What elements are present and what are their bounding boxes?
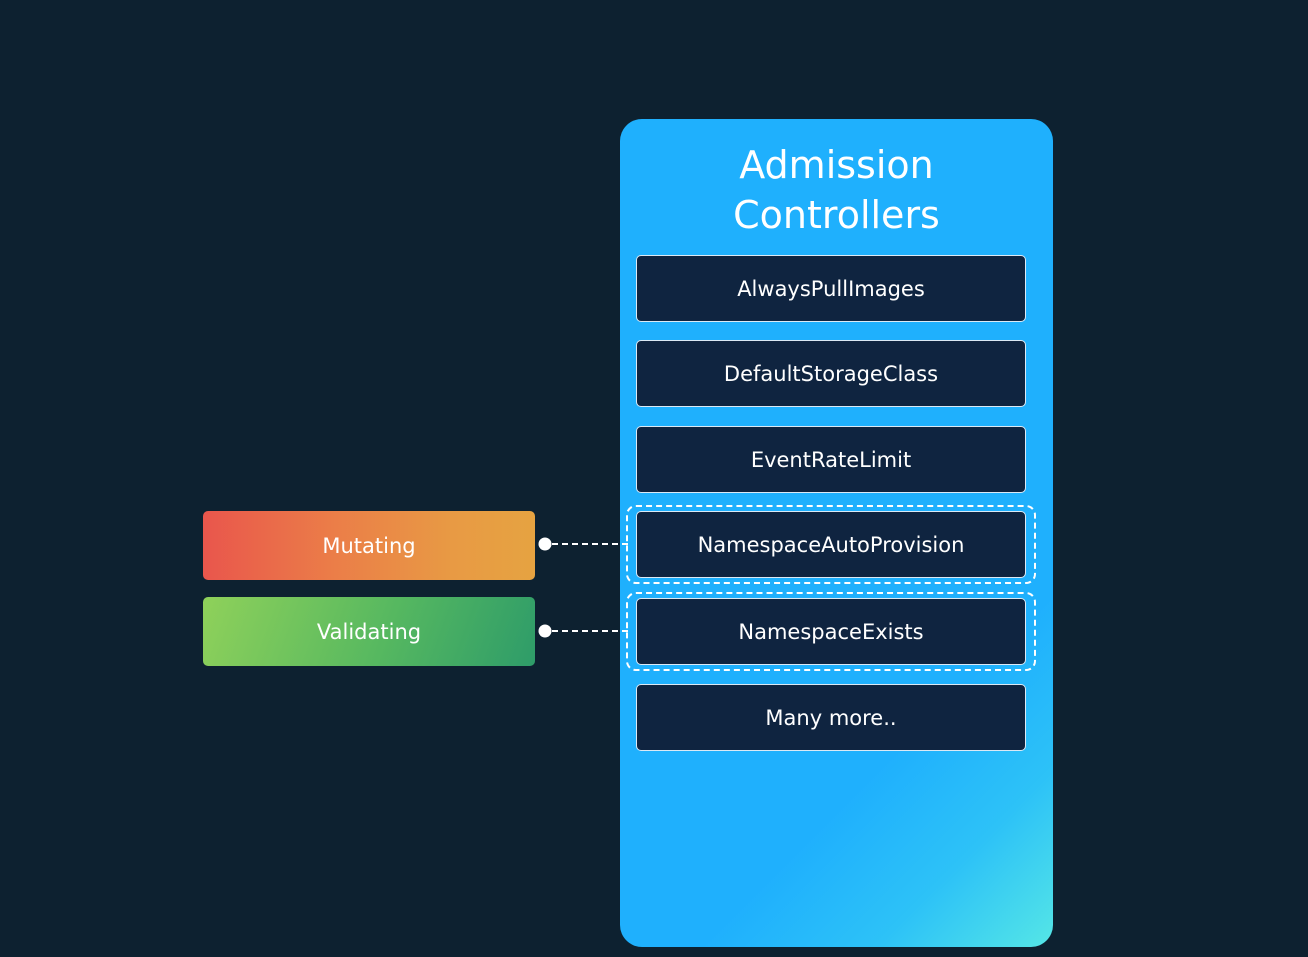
controller-event-rate-limit: EventRateLimit	[636, 426, 1026, 493]
controller-default-storage-class: DefaultStorageClass	[636, 340, 1026, 407]
panel-title: Admission Controllers	[733, 143, 940, 237]
controller-always-pull-images: AlwaysPullImages	[636, 255, 1026, 322]
mutating-connector	[538, 537, 628, 551]
validating-label: Validating	[203, 597, 535, 666]
controller-namespace-exists: NamespaceExists	[636, 598, 1026, 665]
controller-many-more: Many more..	[636, 684, 1026, 751]
validating-connector	[538, 624, 628, 638]
controller-namespace-auto-provision: NamespaceAutoProvision	[636, 511, 1026, 578]
mutating-label: Mutating	[203, 511, 535, 580]
connector-dot	[538, 624, 552, 638]
connector-dot	[538, 537, 552, 551]
